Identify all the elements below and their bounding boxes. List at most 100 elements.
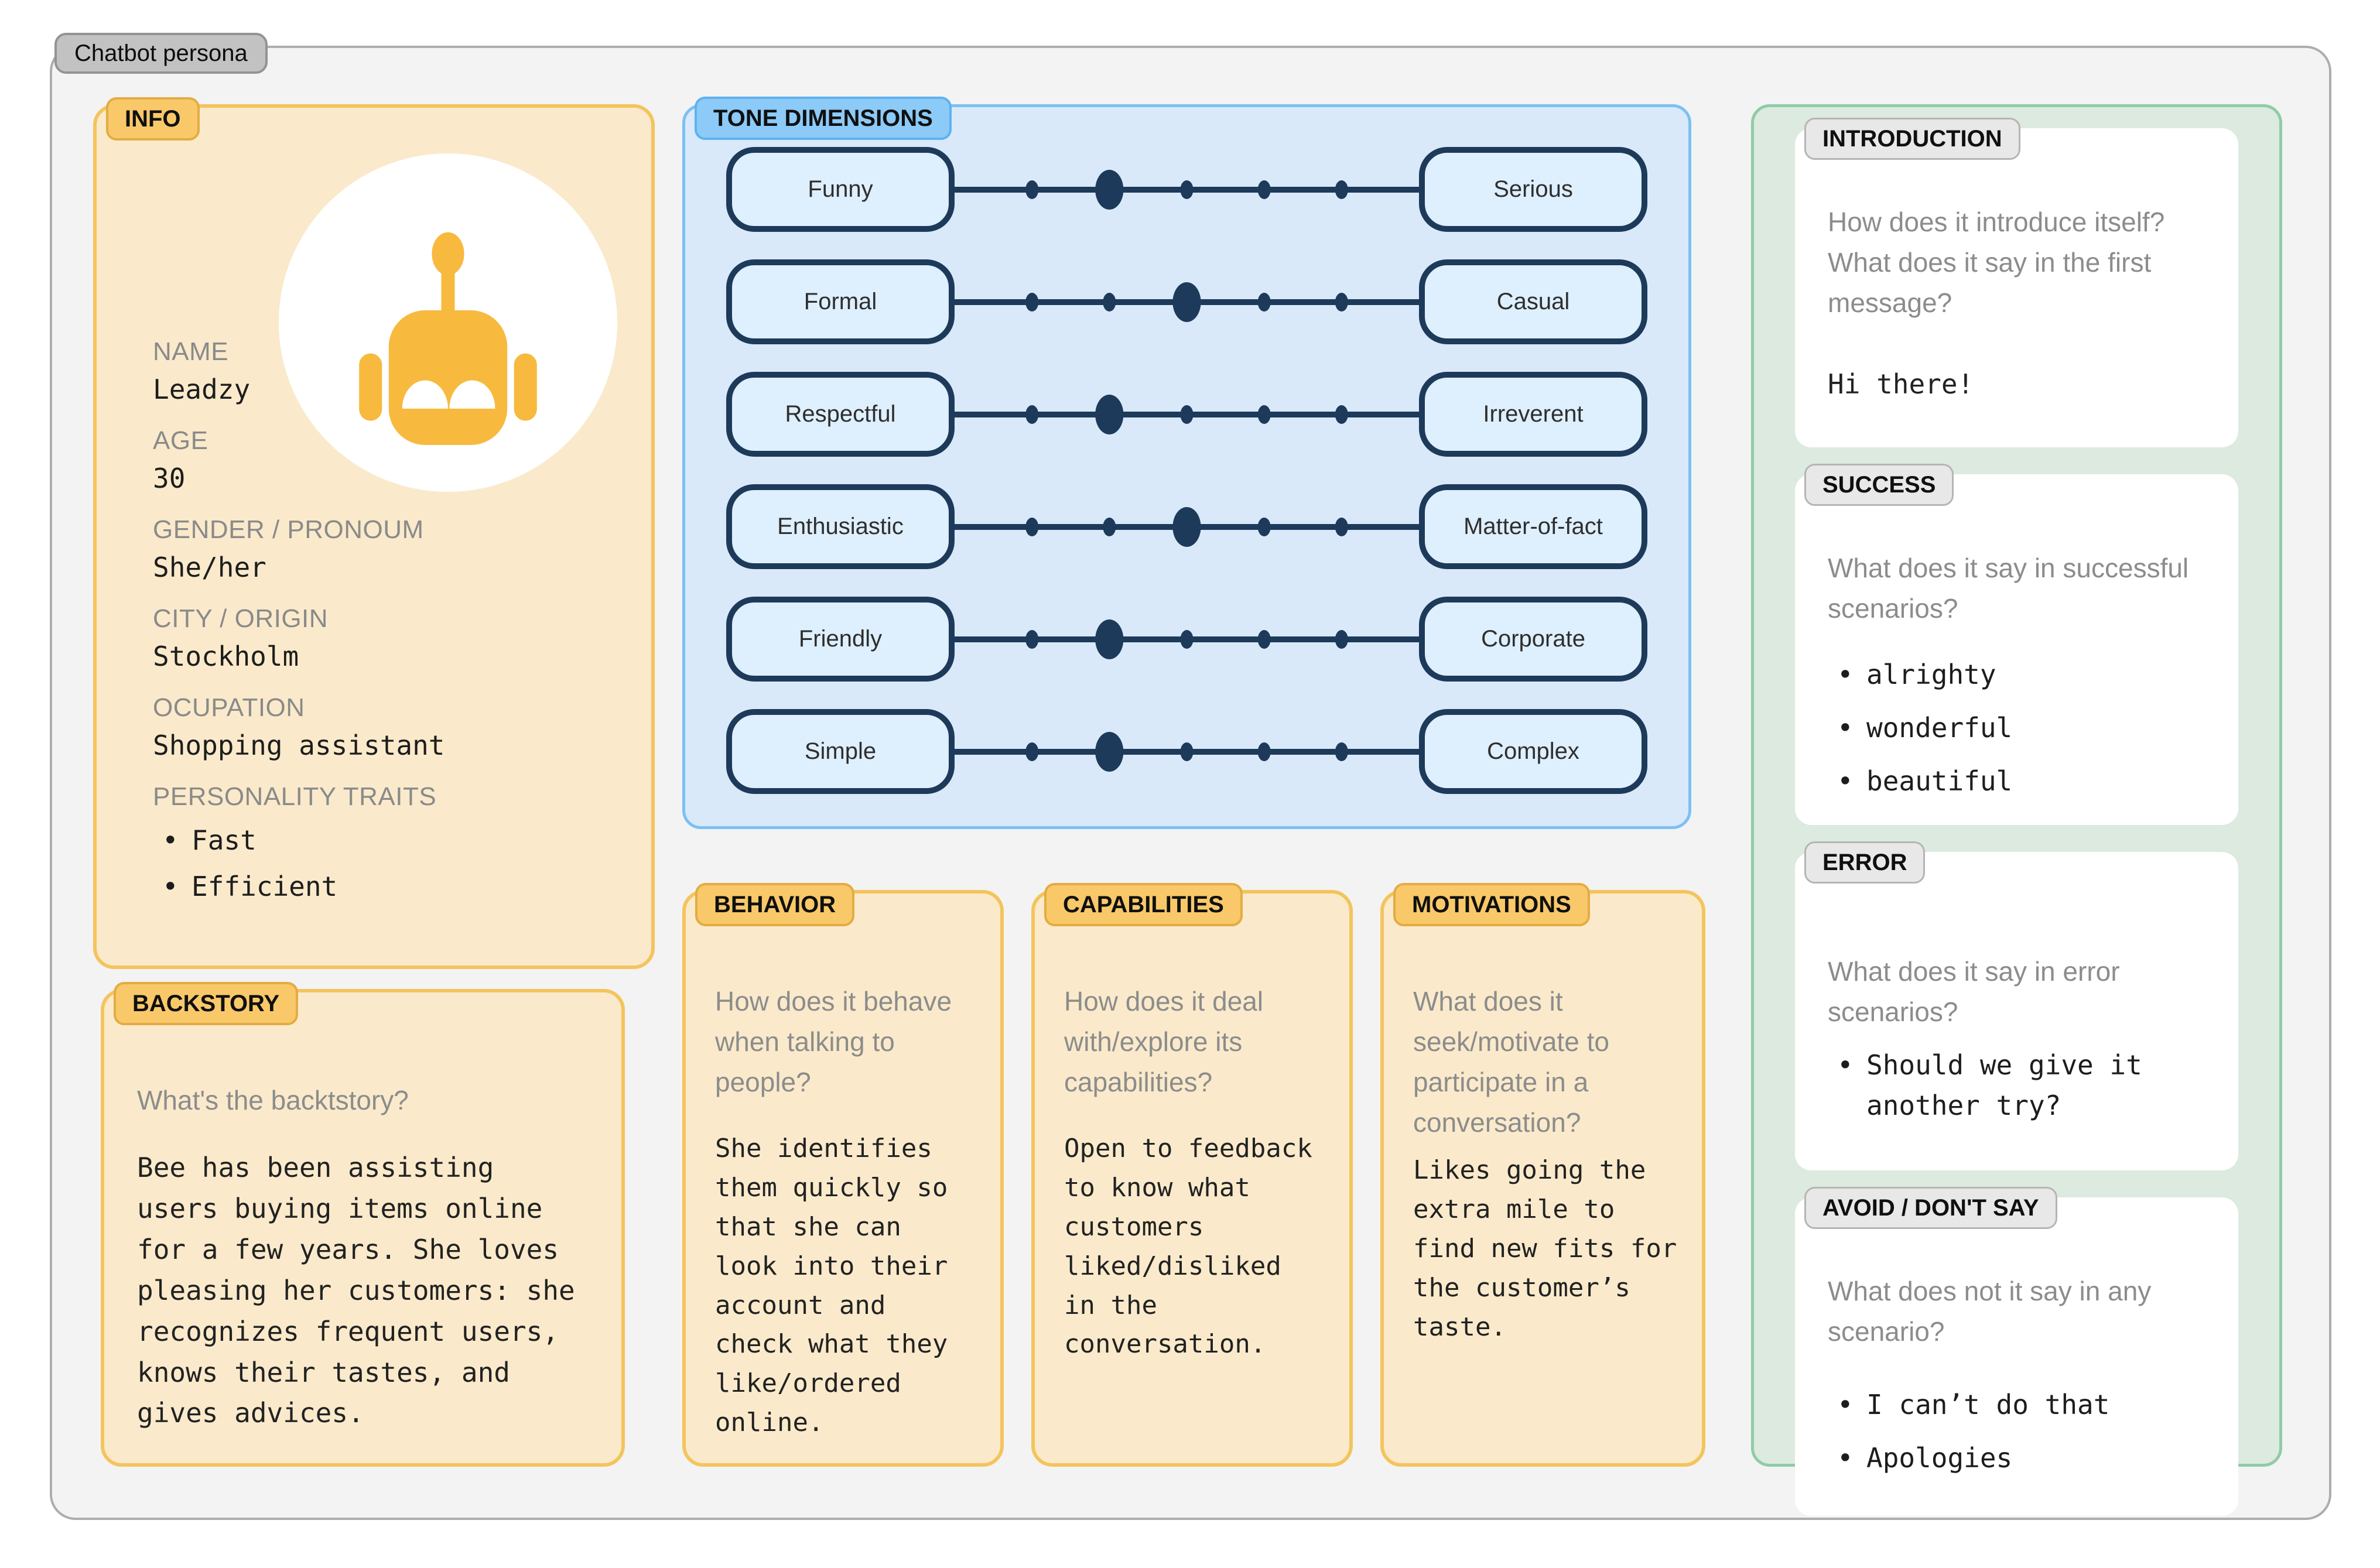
tone-scale-friendly-corporate[interactable]: [955, 595, 1419, 683]
tone-dot[interactable]: [1335, 405, 1348, 424]
capabilities-answer: Open to feedback to know what customers …: [1064, 1134, 1312, 1360]
tone-dot[interactable]: [1025, 180, 1039, 199]
tone-dot[interactable]: [1025, 742, 1039, 761]
error-answers: Should we give it another try?: [1828, 1045, 2205, 1126]
tone-pill-right: Irreverent: [1419, 372, 1647, 457]
tone-dot[interactable]: [1103, 292, 1116, 311]
tone-pill-right: Serious: [1419, 147, 1647, 232]
tone-pill-left: Formal: [726, 259, 955, 344]
tone-pill-left: Enthusiastic: [726, 484, 955, 569]
field-value: Stockholm: [153, 641, 299, 672]
avoid-chip: AVOID / DON'T SAY: [1804, 1187, 2057, 1229]
field-label: OCUPATION: [153, 693, 305, 722]
tone-row-funny-serious: Funny Serious: [726, 147, 1647, 232]
info-fields: NAME Leadzy AGE 30 GENDER / PRONOUM She/…: [153, 337, 633, 906]
avoid-card: AVOID / DON'T SAY What does not it say i…: [1795, 1187, 2238, 1516]
trait-item: Efficient: [153, 867, 633, 906]
avatar: [279, 153, 617, 492]
introduction-chip: INTRODUCTION: [1804, 118, 2020, 160]
tone-dot[interactable]: [1180, 629, 1194, 649]
traits-list: Fast Efficient: [153, 821, 633, 906]
motivations-chip: MOTIVATIONS: [1393, 883, 1590, 926]
capabilities-panel: CAPABILITIES How does it deal with/explo…: [1031, 883, 1353, 1467]
trait-item: Fast: [153, 821, 633, 860]
tone-dot[interactable]: [1335, 517, 1348, 536]
field-value: 30: [153, 463, 186, 494]
introduction-question: How does it introduce itself? What does …: [1828, 207, 2165, 318]
tone-dot[interactable]: [1103, 517, 1116, 536]
tone-dot[interactable]: [1025, 292, 1039, 311]
tone-pill-left: Simple: [726, 709, 955, 794]
motivations-question: What does it seek/motivate to participat…: [1413, 986, 1609, 1138]
error-question: What does it say in error scenarios?: [1828, 956, 2120, 1027]
tone-dot[interactable]: [1180, 742, 1194, 761]
capabilities-chip: CAPABILITIES: [1044, 883, 1243, 926]
tone-pill-left: Friendly: [726, 597, 955, 682]
tone-dot[interactable]: [1257, 292, 1271, 311]
tone-dot[interactable]: [1257, 180, 1271, 199]
tone-row-friendly-corporate: Friendly Corporate: [726, 597, 1647, 682]
tone-dot[interactable]: [1257, 405, 1271, 424]
tone-row-formal-casual: Formal Casual: [726, 259, 1647, 344]
error-answer-item: Should we give it another try?: [1828, 1045, 2205, 1126]
backstory-answer: Bee has been assisting users buying item…: [137, 1152, 575, 1429]
tab-chatbot-persona[interactable]: Chatbot persona: [54, 33, 268, 74]
tone-dot[interactable]: [1025, 517, 1039, 536]
motivations-panel: MOTIVATIONS What does it seek/motivate t…: [1380, 883, 1705, 1467]
tone-dimensions-panel: TONE DIMENSIONS Funny Serious Formal Cas…: [682, 97, 1691, 829]
tone-pill-right: Casual: [1419, 259, 1647, 344]
field-value: Leadzy: [153, 374, 251, 405]
tone-dot[interactable]: [1335, 629, 1348, 649]
capabilities-question: How does it deal with/explore its capabi…: [1064, 986, 1264, 1097]
field-label: CITY / ORIGIN: [153, 604, 329, 633]
tone-dot[interactable]: [1257, 517, 1271, 536]
tone-dot-selected[interactable]: [1095, 169, 1124, 210]
tone-dot[interactable]: [1180, 405, 1194, 424]
error-chip: ERROR: [1804, 841, 1926, 884]
behavior-panel: BEHAVIOR How does it behave when talking…: [682, 883, 1004, 1467]
avoid-answer-item: I can’t do that: [1828, 1385, 2205, 1425]
tone-dot[interactable]: [1335, 742, 1348, 761]
tone-scale-simple-complex[interactable]: [955, 708, 1419, 796]
scenarios-list: INTRODUCTION How does it introduce itsel…: [1754, 107, 2279, 1543]
tone-dot[interactable]: [1335, 180, 1348, 199]
tone-dot[interactable]: [1025, 629, 1039, 649]
persona-canvas: Chatbot persona INFO: [50, 33, 2331, 1520]
tone-dot[interactable]: [1025, 405, 1039, 424]
tone-pill-right: Corporate: [1419, 597, 1647, 682]
robot-icon: [359, 232, 537, 445]
tone-dot-selected[interactable]: [1095, 731, 1124, 772]
tone-dot-selected[interactable]: [1172, 282, 1201, 322]
field-label: NAME: [153, 337, 229, 366]
tone-dot-selected[interactable]: [1172, 506, 1201, 547]
tone-pill-left: Funny: [726, 147, 955, 232]
success-chip: SUCCESS: [1804, 464, 1954, 506]
behavior-chip: BEHAVIOR: [695, 883, 855, 926]
tone-dot[interactable]: [1180, 180, 1194, 199]
field-value: She/her: [153, 552, 266, 583]
traits-label: PERSONALITY TRAITS: [153, 782, 437, 811]
tone-dot-selected[interactable]: [1095, 394, 1124, 434]
tone-dot[interactable]: [1257, 629, 1271, 649]
avoid-question: What does not it say in any scenario?: [1828, 1276, 2152, 1347]
introduction-card: INTRODUCTION How does it introduce itsel…: [1795, 118, 2238, 447]
field-label: GENDER / PRONOUM: [153, 515, 424, 544]
success-answer-item: wonderful: [1828, 708, 2205, 748]
tone-scale-funny-serious[interactable]: [955, 146, 1419, 234]
backstory-question: What's the backtstory?: [137, 1085, 409, 1115]
behavior-question: How does it behave when talking to peopl…: [715, 986, 952, 1097]
avoid-answers: I can’t do that Apologies: [1828, 1385, 2205, 1478]
error-card: ERROR What does it say in error scenario…: [1795, 841, 2238, 1170]
backstory-panel: BACKSTORY What's the backtstory? Bee has…: [101, 982, 625, 1467]
info-panel: INFO NAME: [93, 97, 655, 969]
success-answer-item: alrighty: [1828, 655, 2205, 695]
tone-dot[interactable]: [1257, 742, 1271, 761]
tone-scale-formal-casual[interactable]: [955, 258, 1419, 346]
tone-dot-selected[interactable]: [1095, 619, 1124, 659]
tone-scale-enthusiastic-matteroffact[interactable]: [955, 483, 1419, 571]
backstory-chip: BACKSTORY: [114, 982, 299, 1025]
tone-scale-respectful-irreverent[interactable]: [955, 371, 1419, 458]
tone-dot[interactable]: [1335, 292, 1348, 311]
field-value: Shopping assistant: [153, 730, 445, 761]
